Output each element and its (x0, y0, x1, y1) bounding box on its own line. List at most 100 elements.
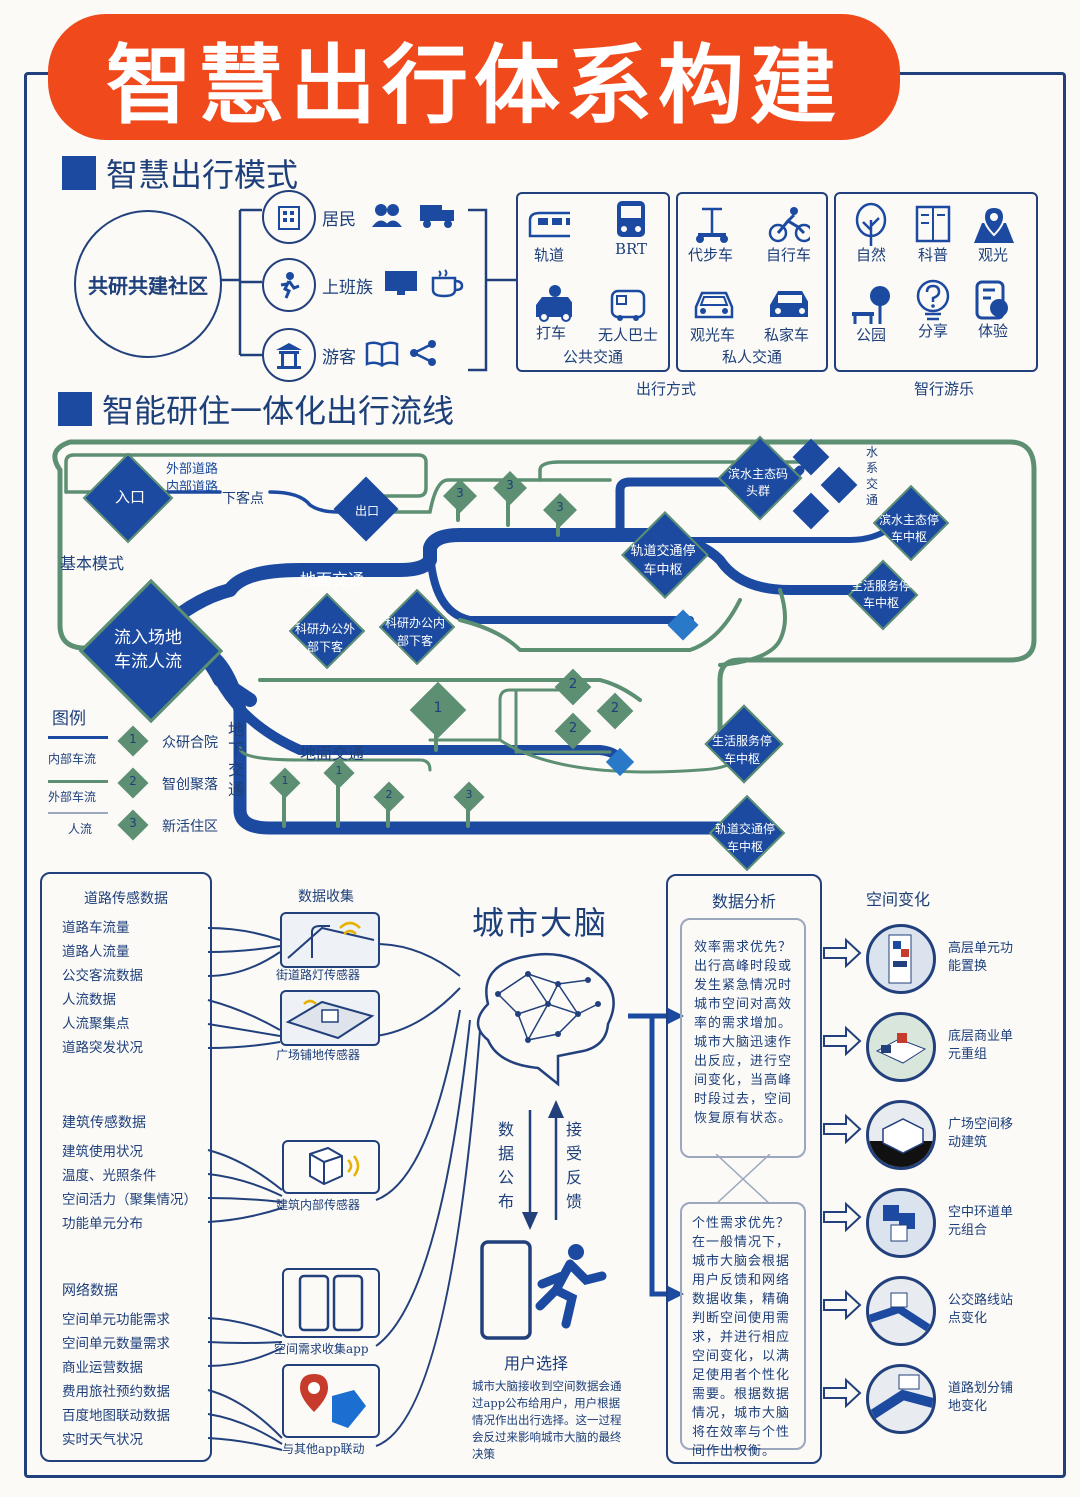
tree-icon (850, 202, 892, 246)
group-tourists: 游客 (262, 328, 438, 382)
life-hub-label: 生活服务停车中枢 (850, 579, 911, 610)
legend-title: 图例 (52, 709, 86, 729)
inner-road-label: 内部道路 (166, 480, 219, 495)
bus-icon (610, 201, 652, 240)
space-change-label: 底层商业单元重组 (948, 1029, 1014, 1062)
leisure-label: 体验 (977, 322, 1008, 340)
feedback-label: 接受反馈 (566, 1120, 583, 1211)
mode-caption: 出行方式 (635, 380, 696, 398)
office-dropoff-label-1: 科研办公外部下客 (294, 622, 355, 654)
leisure-park: 公园 (850, 286, 892, 345)
merge-node-label: 流入场地车流人流 (114, 628, 182, 672)
temple-icon (262, 328, 316, 382)
demand-app-card (282, 1268, 380, 1338)
personal-text: 个性需求优先？在一般情况下，城市大脑会根据用户反馈和网络数据收集，精确判断空间使… (692, 1216, 791, 1459)
building-sensor-icon (309, 1146, 360, 1186)
publish-label: 数据公布 (498, 1120, 515, 1211)
legend-label: 众研合院 (162, 735, 218, 751)
section2-title: 智能研住一体化出行流线 (58, 386, 454, 432)
commuter-icon (262, 258, 316, 312)
section1-connectors (220, 208, 516, 372)
space-change-title: 空间变化 (866, 890, 931, 909)
office-dropoff-label-2: 科研办公内部下客 (384, 616, 445, 648)
device-label: 空间需求收集app (274, 1342, 369, 1356)
arrow-icon (822, 1201, 862, 1236)
leisure-label: 科普 (917, 246, 948, 264)
transport-brt: BRT (610, 201, 652, 258)
arrow-icon (822, 1113, 862, 1148)
marker-label: 1 (281, 774, 289, 787)
leisure-label: 分享 (917, 322, 948, 340)
space-change-list: 高层单元功能置换 底层商业单元重组 广场空间移动建筑 空中环道单元组合 公交路线… (822, 924, 1032, 1444)
water-hub-label: 滨水主态停车中枢 (878, 513, 939, 544)
user-groups: 居民 上班族 游客 (262, 188, 482, 388)
leisure-label: 公园 (855, 326, 886, 344)
leisure-label: 观光 (977, 246, 1008, 264)
building-sensor-card (282, 1140, 380, 1194)
experience-icon (972, 280, 1014, 320)
device-label: 街道路灯传感器 (276, 968, 361, 982)
device-label: 建筑内部传感器 (276, 1198, 361, 1212)
building-sensor-list: 建筑使用状况 温度、光照条件 空间活力（聚集情况） 功能单元分布 (62, 1144, 197, 1232)
rail-hub-label-2: 轨道交通停车中枢 (714, 822, 775, 854)
sightseeing-car-icon (692, 286, 734, 324)
coffee-icon (429, 268, 465, 302)
efficiency-box: 效率需求优先？出行高峰时段或发生紧急情况时城市空间对高效率的需求增加。城市大脑迅… (680, 918, 806, 1158)
brain-icon (476, 952, 615, 1087)
mode-label: 私家车 (764, 326, 810, 344)
question-bubble-icon (912, 279, 954, 321)
marker-label: 1 (433, 700, 443, 716)
network-data-title: 网络数据 (62, 1283, 118, 1299)
minibus-icon (607, 286, 649, 324)
legend-label: 新活住区 (162, 819, 218, 835)
analysis-link (715, 1154, 771, 1204)
underground-traffic-label: 地下交通 (228, 720, 245, 799)
device-label: 与其他app联动 (282, 1442, 365, 1456)
group-commuters: 上班族 (262, 258, 465, 312)
mode-label: 无人巴士 (598, 326, 659, 344)
transport-taxi: 打车 (530, 284, 572, 343)
mode-label: 代步车 (688, 246, 734, 264)
plaza-thumbnail (866, 1100, 936, 1170)
community-label: 共研共建社区 (88, 273, 208, 298)
legend-line-label: 外部车流 (48, 790, 97, 804)
efficiency-text: 效率需求优先？出行高峰时段或发生紧急情况时城市空间对高效率的需求增加。城市大脑迅… (694, 940, 793, 1126)
collect-title: 数据收集 (298, 889, 354, 905)
life-hub-label-2: 生活服务停车中枢 (711, 734, 772, 766)
outer-road-label: 外部道路 (166, 462, 219, 477)
mode-label: 打车 (535, 324, 566, 342)
data-connectors (207, 927, 684, 1451)
legend-label: 智创聚落 (162, 777, 218, 793)
leisure-nature: 自然 (850, 202, 892, 265)
map-pin-icon (972, 205, 1014, 244)
private-transport-caption: 私人交通 (721, 348, 782, 366)
device-label: 广场铺地传感器 (276, 1048, 361, 1062)
entrance-label: 入口 (114, 488, 145, 506)
legend-lines: 内部车流 外部车流 人流 (48, 736, 110, 846)
transport-scooter: 代步车 (688, 206, 733, 265)
arrow-icon (822, 1289, 862, 1324)
user-choice-title: 用户选择 (504, 1354, 569, 1373)
people-icon (370, 202, 404, 232)
community-circle: 共研共建社区 (74, 210, 222, 358)
analysis-title: 数据分析 (711, 892, 776, 911)
marker-label: 3 (506, 478, 514, 492)
marker-label: 2 (385, 788, 393, 801)
private-transport-box: 代步车 自行车 观光车 私家车 私人交通 (676, 192, 828, 372)
exit-label: 出口 (354, 504, 379, 518)
space-change-label: 高层单元功能置换 (948, 941, 1014, 974)
marker-label: 2 (568, 721, 578, 736)
group-residents: 居民 (262, 190, 458, 244)
rail-hub-label: 轨道交通停车中枢 (630, 544, 696, 578)
analysis-box: 数据分析 效率需求优先？出行高峰时段或发生紧急情况时城市空间对高效率的需求增加。… (666, 874, 822, 1464)
transport-autobus: 无人巴士 (598, 286, 658, 345)
road-sensor-title: 道路传感数据 (84, 891, 168, 907)
paving-sensor-card (280, 990, 380, 1046)
road-sensor-list: 道路车流量 道路人流量 公交客流数据 人流数据 人流聚集点 道路突发状况 (62, 920, 143, 1056)
highrise-thumbnail (866, 924, 936, 994)
linked-app-card (282, 1364, 380, 1438)
mode-label: 自行车 (766, 246, 812, 264)
leisure-caption: 智行游乐 (913, 380, 974, 398)
transport-rail: 轨道 (528, 206, 570, 265)
taxi-icon (530, 284, 572, 322)
